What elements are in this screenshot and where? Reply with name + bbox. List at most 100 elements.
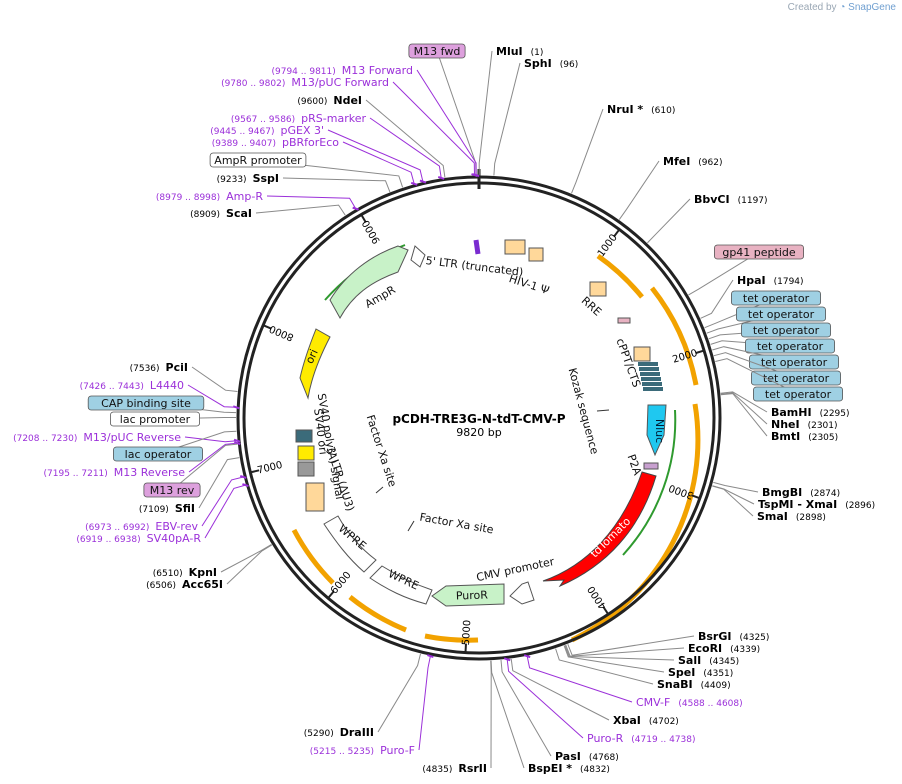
feature-box[interactable] — [736, 306, 827, 322]
site-name[interactable]: Puro-F — [380, 744, 415, 757]
enzyme-label[interactable]: (6506)Acc65I — [146, 578, 223, 591]
site-name[interactable]: SfiI — [175, 502, 195, 515]
site-name[interactable]: NruI * — [607, 103, 643, 116]
enzyme-label[interactable]: MluI(1) — [496, 45, 543, 58]
site-name[interactable]: SnaBI — [657, 678, 693, 691]
enzyme-label[interactable]: SmaI(2898) — [757, 510, 826, 523]
orange-feature-tet-arc[interactable] — [650, 286, 699, 386]
primer-label[interactable]: (7208 .. 7230)M13/pUC Reverse — [13, 431, 181, 444]
enzyme-label[interactable]: BmgBI(2874) — [762, 486, 840, 499]
ori-arrow[interactable] — [299, 328, 331, 400]
enzyme-label[interactable]: SalI(4345) — [678, 654, 739, 667]
feature-box-label[interactable]: tet operator — [748, 308, 815, 321]
enzyme-label[interactable]: BspEI *(4832) — [528, 762, 610, 775]
site-name[interactable]: Puro-R — [587, 732, 624, 745]
enzyme-label[interactable]: PasI(4768) — [555, 750, 619, 763]
primer-label[interactable]: Puro-R(4719 .. 4738) — [587, 732, 696, 745]
feature-box[interactable] — [749, 354, 840, 370]
feature-box-label[interactable]: tet operator — [757, 340, 824, 353]
site-name[interactable]: RsrII — [458, 762, 487, 775]
feature-box[interactable] — [745, 338, 836, 354]
site-name[interactable]: EBV-rev — [155, 520, 198, 533]
feature-box[interactable] — [731, 290, 822, 306]
orange-feature-rre-arc[interactable] — [596, 253, 644, 299]
enzyme-label[interactable]: BamHI(2295) — [771, 406, 850, 419]
feature-box[interactable] — [209, 152, 307, 168]
enzyme-label[interactable]: EcoRI(4339) — [688, 642, 760, 655]
feature-box[interactable] — [408, 43, 466, 59]
orange-feature-left1-arc[interactable] — [348, 595, 407, 633]
primer-label[interactable]: (7426 .. 7443)L4440 — [80, 379, 184, 392]
primer-label[interactable]: (6973 .. 6992)EBV-rev — [85, 520, 198, 533]
site-name[interactable]: M13/pUC Reverse — [83, 431, 181, 444]
site-name[interactable]: NdeI — [333, 94, 362, 107]
puror-arrow[interactable] — [431, 583, 505, 607]
orange-feature-bottom-arc[interactable] — [424, 633, 479, 643]
site-name[interactable]: MfeI — [663, 155, 690, 168]
site-name[interactable]: PasI — [555, 750, 581, 763]
primer-label[interactable]: (6919 .. 6938)SV40pA-R — [76, 532, 201, 545]
rre-inner-green-arc[interactable] — [622, 409, 677, 556]
site-name[interactable]: NheI — [771, 418, 800, 431]
site-name[interactable]: SphI — [524, 57, 552, 70]
enzyme-label[interactable]: (5290)DraIII — [304, 726, 374, 739]
site-name[interactable]: PciI — [166, 361, 188, 374]
site-name[interactable]: M13/pUC Forward — [291, 76, 389, 89]
primer-label[interactable]: (9567 .. 9586)pRS-marker — [231, 112, 367, 125]
sv40-polya-box[interactable] — [297, 461, 315, 477]
site-name[interactable]: MluI — [496, 45, 523, 58]
wpre-box-1[interactable] — [369, 565, 433, 605]
enzyme-label[interactable]: (7109)SfiI — [139, 502, 195, 515]
primer-label[interactable]: (9445 .. 9467)pGEX 3' — [210, 124, 324, 137]
ampr-promoter-arrow[interactable] — [410, 245, 426, 268]
enzyme-label[interactable]: (6510)KpnI — [153, 566, 217, 579]
orange-feature-left2-arc[interactable] — [291, 528, 335, 585]
enzyme-label[interactable]: NheI(2301) — [771, 418, 838, 431]
site-name[interactable]: TspMI - XmaI — [758, 498, 837, 511]
site-name[interactable]: XbaI — [613, 714, 641, 727]
enzyme-label[interactable]: (9233)SspI — [217, 172, 279, 185]
enzyme-label[interactable]: TspMI - XmaI(2896) — [758, 498, 875, 511]
site-name[interactable]: KpnI — [189, 566, 217, 579]
site-name[interactable]: CMV-F — [636, 696, 670, 709]
ampr-arrow[interactable] — [329, 245, 409, 320]
primer-label[interactable]: CMV-F(4588 .. 4608) — [636, 696, 743, 709]
primer-label[interactable]: (9794 .. 9811)M13 Forward — [271, 64, 413, 77]
feature-box-label[interactable]: M13 rev — [150, 484, 195, 497]
site-name[interactable]: ScaI — [226, 207, 252, 220]
feature-box[interactable] — [113, 446, 203, 462]
primer-label[interactable]: (9780 .. 9802)M13/pUC Forward — [221, 76, 389, 89]
sv40-ori-box[interactable] — [297, 445, 315, 461]
primer-label[interactable]: (7195 .. 7211)M13 Reverse — [44, 466, 186, 479]
cmv-promoter-arrow[interactable] — [509, 581, 535, 605]
enzyme-label[interactable]: (7536)PciI — [130, 361, 188, 374]
feature-box-label[interactable]: lac promoter — [120, 413, 191, 426]
site-name[interactable]: L4440 — [150, 379, 184, 392]
enzyme-label[interactable]: (9600)NdeI — [297, 94, 362, 107]
ltr5-small-mark[interactable] — [473, 239, 481, 255]
site-name[interactable]: Acc65I — [182, 578, 223, 591]
ltr-box[interactable] — [504, 239, 526, 255]
wpre-box-2[interactable] — [323, 515, 377, 573]
feature-box-label[interactable]: tet operator — [753, 324, 820, 337]
gp41-peptide-mark[interactable] — [617, 317, 631, 324]
site-name[interactable]: EcoRI — [688, 642, 722, 655]
feature-box-label[interactable]: tet operator — [763, 372, 830, 385]
feature-box[interactable] — [741, 322, 832, 338]
enzyme-label[interactable]: SpeI(4351) — [668, 666, 733, 679]
feature-box-label[interactable]: gp41 peptide — [722, 246, 796, 259]
site-name[interactable]: M13 Reverse — [114, 466, 185, 479]
site-name[interactable]: SV40pA-R — [147, 532, 202, 545]
enzyme-label[interactable]: BbvCI(1197) — [694, 193, 768, 206]
primer-label[interactable]: (9389 .. 9407)pBRforEco — [212, 136, 340, 149]
tet-operator-stack[interactable] — [638, 362, 663, 391]
site-name[interactable]: BmgBI — [762, 486, 802, 499]
sv40-marks[interactable] — [295, 429, 313, 443]
site-name[interactable]: SalI — [678, 654, 701, 667]
primer-label[interactable]: (8979 .. 8998)Amp-R — [156, 190, 263, 203]
site-name[interactable]: DraIII — [340, 726, 374, 739]
feature-box-label[interactable]: tet operator — [761, 356, 828, 369]
feature-box[interactable] — [143, 482, 201, 498]
feature-box-label[interactable]: CAP binding site — [101, 397, 191, 410]
enzyme-label[interactable]: SnaBI(4409) — [657, 678, 731, 691]
